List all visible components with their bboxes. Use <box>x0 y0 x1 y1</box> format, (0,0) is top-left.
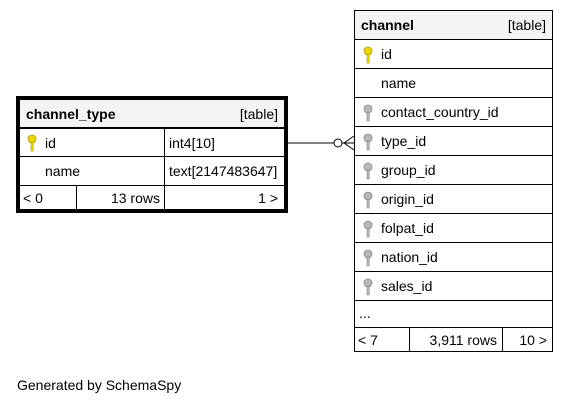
channel-row-type-id[interactable]: type_id <box>354 126 553 156</box>
foreign-key-icon <box>362 162 374 180</box>
column-name: sales_id <box>381 278 433 294</box>
channel-type-header: channel_type [table] <box>19 99 285 128</box>
channel-type-footer-right[interactable]: 1 > <box>164 185 285 210</box>
table-name: channel <box>361 17 414 33</box>
channel-row-folpat-id[interactable]: folpat_id <box>354 213 553 243</box>
column-name: name <box>45 163 81 179</box>
primary-key-icon <box>362 46 374 64</box>
footer-left: < 7 <box>358 331 378 348</box>
channel-type-row-name-type: text[2147483647] <box>164 156 285 186</box>
column-name: id <box>45 134 56 151</box>
foreign-key-icon <box>362 220 374 238</box>
column-name: id <box>381 46 392 62</box>
channel-type-footer-rows: 13 rows <box>76 185 165 210</box>
primary-key-icon <box>26 134 38 152</box>
channel-type-row-id-type: int4[10] <box>164 128 285 157</box>
channel-footer-left[interactable]: < 7 <box>354 327 410 352</box>
channel-header[interactable]: channel [table] <box>354 10 553 40</box>
channel-footer-right[interactable]: 10 > <box>502 327 553 352</box>
generated-by-text: Generated by SchemaSpy <box>17 377 182 393</box>
channel-row-origin-id[interactable]: origin_id <box>354 184 553 214</box>
column-name: nation_id <box>381 249 438 265</box>
column-name: name <box>381 75 417 91</box>
channel-footer-rows: 3,911 rows <box>409 327 503 352</box>
ellipsis: ... <box>359 305 371 321</box>
table-kind: [table] <box>507 17 546 33</box>
foreign-key-icon <box>362 191 374 209</box>
channel-row-group-id[interactable]: group_id <box>354 155 553 185</box>
foreign-key-icon <box>362 104 374 122</box>
channel-row-ellipsis[interactable]: ... <box>354 300 553 328</box>
column-type: int4[10] <box>169 134 215 151</box>
crow-foot-top <box>343 135 355 144</box>
footer-right: 1 > <box>258 189 278 206</box>
column-name: contact_country_id <box>381 104 499 120</box>
channel-type-footer-left[interactable]: < 0 <box>19 185 77 210</box>
channel-type-row-name[interactable]: name <box>19 156 165 186</box>
channel-row-id[interactable]: id <box>354 39 553 69</box>
footer-rows: 13 rows <box>110 189 160 206</box>
zero-marker <box>333 138 343 148</box>
table-kind: [table] <box>239 105 278 122</box>
foreign-key-icon <box>362 278 374 296</box>
table-name: channel_type <box>26 105 116 122</box>
channel-row-contact-country-id[interactable]: contact_country_id <box>354 97 553 127</box>
channel-type-row-id[interactable]: id <box>19 128 165 157</box>
footer-left: < 0 <box>23 189 43 206</box>
column-type: text[2147483647] <box>169 163 278 179</box>
column-name: type_id <box>381 133 427 149</box>
channel-row-nation-id[interactable]: nation_id <box>354 242 553 272</box>
channel-row-name[interactable]: name <box>354 68 553 98</box>
channel-row-sales-id[interactable]: sales_id <box>354 271 553 301</box>
foreign-key-icon <box>362 249 374 267</box>
crow-foot-bottom <box>343 142 355 151</box>
column-name: origin_id <box>381 191 434 207</box>
column-name: group_id <box>381 162 436 178</box>
column-name: folpat_id <box>381 220 434 236</box>
footer-rows: 3,911 rows <box>429 331 497 348</box>
footer-right: 10 > <box>519 331 547 348</box>
foreign-key-icon <box>362 133 374 151</box>
